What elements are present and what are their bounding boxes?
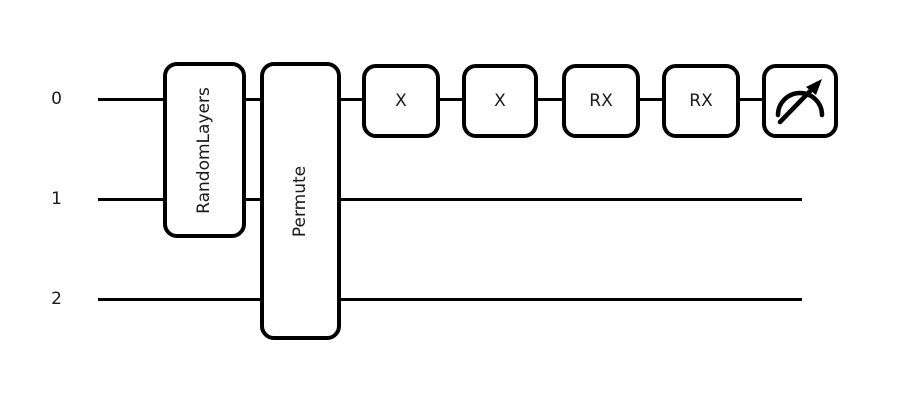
gate-measure[interactable] <box>762 64 838 138</box>
gate-label: X <box>494 90 506 111</box>
wire1-seg-randomlayers-permute <box>246 198 260 201</box>
wire-label-1: 1 <box>51 189 62 209</box>
wire-label-0: 0 <box>51 89 62 109</box>
wire-line-2 <box>98 298 802 301</box>
measure-gauge-icon <box>775 79 825 125</box>
gate-randomlayers[interactable]: RandomLayers <box>163 62 246 238</box>
gate-label: Permute <box>289 165 310 237</box>
wire-label-2: 2 <box>51 289 62 309</box>
gate-permute[interactable]: Permute <box>260 62 341 340</box>
gate-label: X <box>395 90 407 111</box>
wire0-seg-randomlayers-permute <box>246 98 260 101</box>
gate-label: RX <box>589 90 613 111</box>
gate-label: RX <box>689 90 713 111</box>
gate-rx[interactable]: RX <box>562 64 640 138</box>
wire-line-1 <box>98 198 802 201</box>
gate-x[interactable]: X <box>462 64 538 138</box>
wire0-seg-rx1-rx2 <box>640 98 662 101</box>
wire0-seg-rx2-measure <box>740 98 762 101</box>
wire0-seg-permute-x1 <box>341 98 362 101</box>
gate-rx[interactable]: RX <box>662 64 740 138</box>
wire0-seg-x1-x2 <box>440 98 462 101</box>
wire0-seg-x2-rx1 <box>538 98 562 101</box>
gate-x[interactable]: X <box>362 64 440 138</box>
gate-label: RandomLayers <box>194 86 215 214</box>
